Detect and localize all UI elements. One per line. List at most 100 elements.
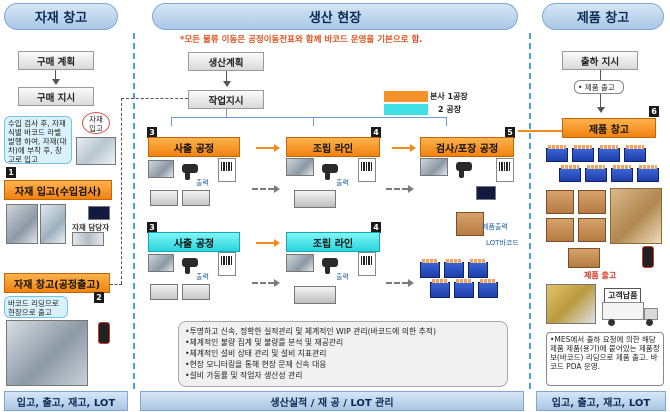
fanout-drop-2	[171, 117, 172, 126]
injection-photo-1	[148, 160, 174, 178]
material-outbound-box: 자재 창고(공정출고)	[4, 273, 110, 293]
arrow-head-1	[52, 79, 60, 85]
scanner-icon-2	[322, 164, 338, 180]
warehouse-box-1	[546, 190, 574, 214]
inbound-photo-mid	[40, 204, 66, 244]
inbound-photo-left	[6, 204, 38, 244]
warehouse-crate-6	[585, 165, 607, 182]
inspection-callout: 수입 검사 후, 자재식별 바코드 라벨 발행 하여, 자재(대차)에 부착 후…	[4, 116, 72, 164]
connector-dashed-vertical	[121, 98, 122, 284]
roll-photo	[72, 232, 104, 246]
injection-process-1: 사출 공정	[148, 137, 240, 157]
material-inbound-box: 자재 입고(수입검사)	[4, 180, 112, 200]
material-inbound-tag: 자재 입고	[82, 112, 110, 134]
output-label-4: 출력	[336, 273, 349, 281]
badge-step-2: 2	[94, 292, 104, 303]
crate-4	[430, 279, 450, 298]
benefit-item: •체계적인 설비 상태 관리 및 설비 지표관리	[185, 349, 327, 358]
material-flow-1a	[252, 185, 280, 193]
fanout-line	[171, 117, 447, 118]
warehouse-shelf-photo	[610, 188, 662, 244]
warehouse-box-4	[578, 218, 606, 242]
crate-5	[454, 279, 474, 298]
label-sticker-2	[358, 158, 376, 182]
parts-photo-2b	[182, 284, 210, 300]
assembly-line-2: 조립 라인	[286, 232, 380, 252]
fanout-drop-4	[446, 117, 447, 126]
production-plan-box: 생산계획	[188, 52, 264, 71]
divider-left	[133, 33, 135, 389]
benefit-item: •투명하고 신속, 정확한 실적관리 및 체계적인 WIP 관리(바코드에 의한…	[185, 327, 437, 336]
monitor-photo	[88, 206, 110, 220]
header-product-warehouse: 제품 창고	[542, 3, 664, 30]
label-sticker-1	[218, 158, 236, 182]
label-sticker-4	[218, 252, 236, 276]
product-output-label: 제품출력	[482, 223, 508, 231]
legend-label-plant1: 본사 1공장	[430, 92, 468, 101]
crate-2	[444, 259, 464, 278]
parts-photo-2a	[150, 284, 178, 300]
legend-swatch-plant2	[384, 104, 428, 115]
scanner-icon-1	[182, 164, 198, 180]
arrow-line-2	[226, 71, 227, 82]
warehouse-crate-5	[559, 165, 581, 182]
output-label-3: 출력	[196, 273, 209, 281]
reading-callout: 바코드 리딩으로 현장으로 출고	[4, 296, 68, 318]
injection-process-2: 사출 공정	[148, 232, 240, 252]
warehouse-box-2	[578, 190, 606, 214]
parts-photo-2c	[294, 286, 336, 304]
material-photo-top	[76, 137, 116, 165]
warehouse-crate-2	[572, 145, 594, 162]
flow-arrow-2a	[256, 239, 280, 247]
connector-dashed-bottom	[110, 284, 122, 285]
fanout-drop-1	[226, 109, 227, 117]
arrow-head-2	[223, 81, 231, 87]
material-flow-2b	[386, 279, 414, 287]
parts-photo-1b	[182, 190, 210, 206]
pda-icon	[98, 322, 110, 344]
warehouse-crate-7	[611, 165, 633, 182]
product-shipping-label: 제품 출고	[584, 271, 617, 280]
customer-delivery-label: 고객납품	[604, 288, 642, 303]
footer-production: 생산실적 / 재 공 / LOT 관리	[140, 391, 524, 411]
warehouse-crate-3	[598, 145, 620, 162]
crate-3	[468, 259, 488, 278]
lot-barcode-label: LOT바코드	[486, 239, 519, 247]
crate-6	[478, 279, 498, 298]
injection-photo-2	[148, 254, 174, 272]
flow-arrow-1b	[392, 144, 416, 152]
footer-material: 입고, 출고, 재고, LOT	[4, 391, 128, 411]
fanout-drop-3	[313, 117, 314, 126]
badge-step-4b: 4	[371, 222, 381, 233]
material-flow-2a	[252, 279, 280, 287]
legend-label-plant2: 2 공장	[438, 105, 462, 114]
badge-step-1: 1	[6, 167, 16, 178]
arrow-line-4	[600, 94, 601, 108]
assembly-photo-1	[286, 158, 314, 176]
output-label-2: 출력	[336, 179, 349, 187]
scanner-icon-4	[182, 258, 198, 274]
label-sticker-5	[358, 252, 376, 276]
badge-step-5: 5	[505, 127, 515, 138]
warehouse-crate-4	[624, 145, 646, 162]
work-order-box: 작업지시	[188, 90, 264, 109]
badge-step-4a: 4	[371, 127, 381, 138]
purchase-order-box: 구매 지시	[18, 87, 94, 106]
shipping-order-box: 출하 지시	[562, 51, 638, 70]
flow-arrow-1a	[256, 144, 280, 152]
inspection-packing-process: 검사/포장 공정	[420, 137, 514, 157]
benefit-item: •설비 가동률 및 작업자 생산성 관리	[185, 371, 303, 380]
benefit-item: •체계적인 불량 집계 및 불량를 분석 및 재공관리	[185, 338, 344, 347]
shipping-pda-icon	[642, 246, 654, 268]
header-production-site: 생산 현장	[152, 3, 518, 30]
mes-note: •MES에서 출하 요청에 의한 해당 제품 제품(용기)에 붙어있는 제품정보…	[546, 332, 664, 386]
purchase-plan-box: 구매 계획	[18, 51, 94, 70]
parts-photo-1a	[150, 190, 178, 206]
scanner-icon-3	[456, 162, 472, 178]
assembly-photo-2	[286, 254, 314, 272]
production-benefits-list: •투명하고 신속, 정확한 실적관리 및 체계적인 WIP 관리(바코드에 의한…	[178, 321, 508, 387]
crate-1	[420, 259, 440, 278]
warehouse-photo	[6, 320, 88, 386]
divider-right	[529, 33, 531, 389]
header-material-warehouse: 자재 창고	[4, 3, 118, 30]
